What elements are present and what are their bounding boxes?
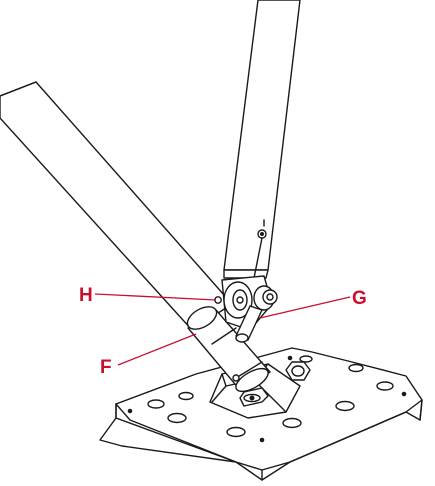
plate-screw — [127, 408, 133, 414]
plate-hole — [167, 412, 187, 424]
plate-hole — [348, 363, 364, 373]
plate-hole — [178, 391, 194, 401]
callout-g: G — [259, 288, 367, 319]
diagonal-tube — [0, 81, 233, 331]
plate-hole — [282, 417, 302, 429]
tube-collar — [186, 306, 271, 393]
callout-h-line — [94, 293, 217, 301]
callout-f-label: F — [100, 357, 112, 378]
plate-hole — [335, 400, 355, 412]
callout-f: F — [100, 333, 197, 378]
pivot-screw — [232, 374, 240, 382]
plate-screw — [287, 355, 293, 361]
plate-screw — [259, 437, 265, 443]
base-plate-edge — [115, 399, 423, 481]
plate-hole — [299, 355, 313, 363]
plate-hole — [147, 399, 165, 409]
vertical-tube — [223, 0, 301, 279]
callout-h-label: H — [79, 285, 93, 306]
callout-f-line — [117, 333, 197, 366]
plate-screw — [401, 391, 407, 397]
hex-nut — [285, 361, 311, 381]
callouts: H G F — [79, 285, 367, 378]
callout-h: H — [79, 285, 217, 306]
locking-lever — [235, 305, 263, 343]
plate-hole — [226, 426, 246, 438]
callout-g-line — [259, 296, 351, 319]
plate-hole — [376, 381, 394, 391]
callout-g-label: G — [352, 288, 367, 309]
base-plate-holes — [127, 355, 407, 443]
